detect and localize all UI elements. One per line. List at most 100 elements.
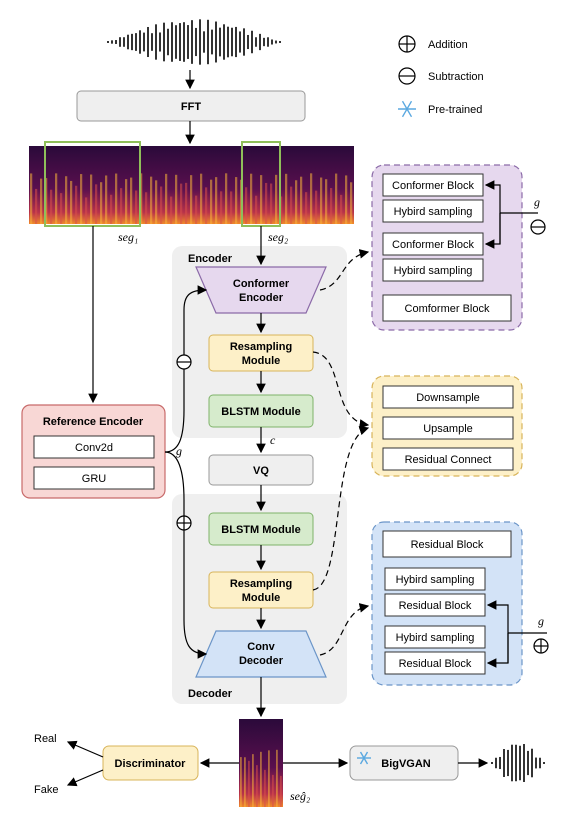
- spectrogram-stripe: [95, 184, 98, 224]
- comformer-block-final-label: Comformer Block: [405, 303, 490, 315]
- spectrogram-stripe: [195, 195, 198, 224]
- hybird-sampling-1-label: Hybird sampling: [394, 206, 473, 218]
- addition-op-icon-detail: [533, 638, 549, 654]
- decoder-title: Decoder: [188, 688, 233, 700]
- resampling-dec-detail-link: [312, 425, 370, 591]
- hybird-sampling-3: [384, 567, 486, 591]
- spectrogram-stripe: [170, 196, 173, 224]
- spectrogram-stripe: [252, 754, 254, 807]
- discriminator-label: Discriminator: [115, 758, 187, 770]
- vq-label: VQ: [253, 465, 269, 477]
- g-label-ref: g: [176, 444, 182, 458]
- spectrogram-stripe: [60, 193, 63, 224]
- spectrogram-stripe: [315, 190, 318, 224]
- residual-block-first: [382, 530, 512, 558]
- resampling-dec-line1: Resampling: [230, 578, 292, 590]
- spectrogram-stripe: [200, 173, 203, 224]
- spectrogram-stripe: [255, 195, 258, 224]
- spectrogram-stripe: [85, 197, 88, 224]
- spectrogram-stripe: [290, 186, 293, 224]
- subtraction-op-icon-detail: [530, 219, 546, 235]
- conv2d-box: [33, 435, 155, 459]
- spectrogram-stripe: [310, 173, 313, 224]
- dec-detail-bracket-bottom: [486, 633, 509, 668]
- spectrogram-stripe: [256, 765, 258, 807]
- bigvgan-label: BigVGAN: [381, 758, 431, 770]
- upsample-label: Upsample: [423, 423, 473, 435]
- conv-decoder-line1: Conv: [247, 641, 275, 653]
- spectrogram-texture: [30, 173, 353, 224]
- conformer-encoder-line2: Encoder: [239, 292, 284, 304]
- spectrogram-stripe: [285, 173, 288, 224]
- spectrogram-stripe: [110, 194, 113, 224]
- spectrogram-stripe: [320, 177, 323, 224]
- fft-box: [76, 90, 306, 122]
- gru-box: [33, 466, 155, 490]
- legend-addition-label: Addition: [428, 39, 468, 51]
- residual-block-3-label: Residual Block: [399, 658, 472, 670]
- spectrogram-stripe: [250, 173, 253, 224]
- blstm-dec-label: BLSTM Module: [221, 524, 300, 536]
- spectrogram-stripe: [248, 760, 250, 807]
- conformer-block-2-label: Conformer Block: [392, 239, 474, 251]
- spectrogram-stripe: [265, 182, 268, 224]
- g-to-decoder-connector: [164, 451, 208, 659]
- residual-block-2: [384, 593, 486, 617]
- spectrogram-stripe: [264, 769, 266, 807]
- resampling-enc-line2: Module: [242, 355, 281, 367]
- conformer-block-1-label: Conformer Block: [392, 180, 474, 192]
- spectrogram-stripe: [272, 774, 274, 807]
- spectrogram-stripe: [230, 191, 233, 224]
- real-label: Real: [34, 733, 57, 745]
- subtraction-icon: [398, 67, 416, 85]
- spectrogram-stripe: [100, 182, 103, 224]
- conformer-block-1: [382, 173, 484, 197]
- c-label: c: [270, 433, 276, 447]
- spectrogram-stripe: [50, 189, 53, 224]
- spectrogram-stripe: [345, 175, 348, 224]
- resampling-enc-line1: Resampling: [230, 341, 292, 353]
- addition-icon: [398, 35, 416, 53]
- fake-label: Fake: [34, 784, 58, 796]
- spectrogram-stripe: [325, 179, 328, 224]
- spectrogram-stripe: [210, 179, 213, 224]
- spectrogram-stripe: [300, 176, 303, 224]
- spectrogram-stripe: [45, 178, 48, 224]
- spectrogram-stripe: [115, 173, 118, 224]
- hybird-sampling-1: [382, 199, 484, 223]
- spectrogram-stripe: [30, 173, 33, 224]
- spectrogram-stripe: [244, 757, 246, 807]
- spectrogram-stripe: [235, 177, 238, 224]
- output-waveform: [491, 744, 545, 782]
- conv-decoder: [195, 630, 327, 678]
- legend-subtraction-label: Subtraction: [428, 71, 484, 83]
- g-label-dec: g: [538, 614, 544, 628]
- spectrogram-stripe: [40, 178, 43, 224]
- spectrogram-stripe: [145, 192, 148, 224]
- spectrogram-stripe: [275, 174, 278, 224]
- seg-hat-label: seĝ₂: [290, 789, 310, 803]
- spectrogram-stripe: [215, 177, 218, 224]
- spectrogram-stripe: [245, 187, 248, 224]
- spectrogram-stripe: [175, 174, 178, 224]
- snowflake-icon: [398, 100, 416, 118]
- hybird-sampling-4: [384, 625, 486, 649]
- hybird-sampling-4-label: Hybird sampling: [396, 632, 475, 644]
- spectrogram-stripe: [270, 183, 273, 224]
- spectrogram-stripe: [205, 187, 208, 224]
- residual-block-2-label: Residual Block: [399, 600, 472, 612]
- output-spectrogram-texture: [240, 749, 282, 807]
- g-label-enc: g: [534, 195, 540, 209]
- snowflake-icon-bigvgan: [357, 751, 371, 765]
- conformer-encoder: [195, 266, 327, 314]
- spectrogram-stripe: [340, 194, 343, 224]
- gru-label: GRU: [82, 473, 107, 485]
- spectrogram-stripe: [305, 192, 308, 224]
- spectrogram-stripe: [80, 174, 83, 224]
- upsample-box: [382, 416, 514, 440]
- spectrogram-stripe: [180, 183, 183, 224]
- spectrogram-stripe: [55, 173, 58, 224]
- spectrogram-stripe: [160, 186, 163, 224]
- spectrogram-stripe: [280, 775, 282, 807]
